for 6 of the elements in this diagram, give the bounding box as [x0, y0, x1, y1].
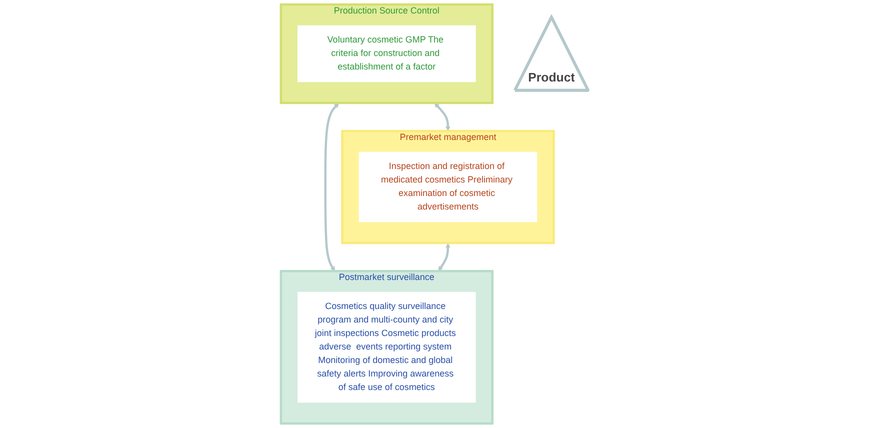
arrow	[438, 242, 450, 272]
arrow	[324, 102, 340, 272]
node-box: Inspection and registration of medicated cosmetics Preliminary examination of cosmetic advertisements	[358, 152, 538, 222]
node-box: Voluntary cosmetic GMP The criteria for construction and establishment of a factor	[298, 25, 476, 82]
arrow	[434, 102, 450, 132]
node-box: Cosmetics quality surveillance program and multi-county and city joint inspections Cosmetic products adverse events reporting system Monitoring of domestic and global safety alerts Improving awareness of safe use of cosmetics	[298, 292, 476, 403]
